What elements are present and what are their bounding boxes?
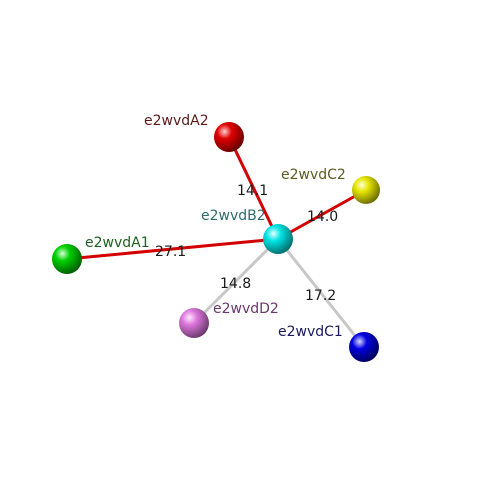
node-label-c1: e2wvdC1	[278, 324, 343, 340]
edge-layer	[65, 135, 368, 349]
distance-label-b2-a2: 14.1	[237, 183, 268, 199]
node-b2-sphere[interactable]	[263, 224, 293, 254]
node-a1-sphere[interactable]	[52, 244, 82, 274]
node-label-a2: e2wvdA2	[144, 113, 209, 129]
distance-label-b2-d2: 14.8	[220, 276, 251, 292]
distance-label-b2-c2: 14.0	[307, 209, 338, 225]
node-label-b2: e2wvdB2	[201, 208, 266, 224]
node-label-a1: e2wvdA1	[85, 235, 150, 251]
node-layer	[52, 122, 380, 362]
node-a2-sphere[interactable]	[214, 122, 244, 152]
edge-b2-a1	[65, 237, 280, 261]
distance-labels: 14.1 14.0 27.1 14.8 17.2	[155, 183, 338, 304]
node-c1-sphere[interactable]	[349, 332, 379, 362]
distance-label-b2-c1: 17.2	[305, 288, 336, 304]
edge-b2-d2	[192, 237, 280, 325]
edge-b2-a2	[227, 135, 280, 241]
node-labels: e2wvdA2 e2wvdC2 e2wvdB2 e2wvdA1 e2wvdD2 …	[85, 113, 346, 340]
node-label-d2: e2wvdD2	[213, 301, 279, 317]
edge-b2-c1	[276, 237, 366, 349]
edge-b2-c2	[276, 188, 368, 241]
node-label-c2: e2wvdC2	[281, 167, 346, 183]
node-c2-sphere[interactable]	[352, 176, 380, 204]
distance-label-b2-a1: 27.1	[155, 244, 186, 260]
node-d2-sphere[interactable]	[179, 308, 209, 338]
